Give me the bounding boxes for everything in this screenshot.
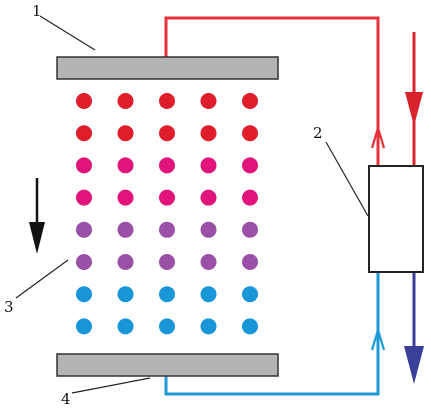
particle-dot (242, 125, 258, 142)
particle-dot (117, 221, 134, 238)
particle-dot (159, 318, 175, 335)
label-bottom-plate: 4 (61, 390, 71, 408)
particle-dot (117, 125, 134, 142)
particle-dot (159, 189, 175, 206)
particle-grid (76, 93, 258, 335)
particle-dot (242, 157, 258, 174)
particle-dot (159, 254, 175, 270)
particle-dot (117, 286, 134, 303)
particle-dot (159, 125, 175, 142)
particle-dot (159, 93, 175, 109)
particle-dot (76, 189, 92, 206)
particle-dot (117, 254, 134, 270)
particle-dot (117, 318, 134, 335)
label-particles: 3 (4, 298, 14, 316)
particle-dot (76, 318, 92, 335)
leader-line-4 (71, 377, 151, 394)
exchanger-device (368, 165, 424, 273)
particle-dot (117, 93, 134, 109)
particle-dot (200, 221, 217, 238)
bottom-plate (56, 353, 279, 377)
particle-dot (242, 189, 258, 206)
cold-pipe-arrow-icon (370, 326, 386, 351)
particle-dot (117, 189, 134, 206)
particle-dot (200, 93, 217, 109)
top-plate (56, 56, 279, 80)
flow-arrow-down-icon (29, 222, 45, 254)
particle-dot (242, 93, 258, 109)
particle-dot (117, 157, 134, 174)
hot-pipe-arrow-icon (370, 124, 386, 149)
particle-dot (200, 157, 217, 174)
particle-dot (200, 286, 217, 303)
particle-dot (76, 221, 92, 238)
particle-dot (76, 93, 92, 109)
particle-dot (200, 189, 217, 206)
label-top-plate: 1 (32, 2, 42, 20)
particle-dot (242, 254, 258, 270)
particle-dot (76, 157, 92, 174)
label-device: 2 (313, 124, 323, 142)
particle-dot (242, 286, 258, 303)
hot-pipe (164, 16, 380, 166)
leader-line-2 (325, 141, 369, 217)
particle-dot (159, 286, 175, 303)
particle-dot (76, 125, 92, 142)
particle-dot (242, 221, 258, 238)
particle-dot (200, 318, 217, 335)
particle-dot (159, 221, 175, 238)
particle-dot (200, 254, 217, 270)
particle-dot (200, 125, 217, 142)
outlet-arrow-icon (404, 346, 424, 384)
particle-dot (76, 286, 92, 303)
inlet-arrow-icon (405, 92, 423, 126)
particle-dot (159, 157, 175, 174)
particle-dot (76, 254, 92, 270)
leader-line-3 (15, 259, 69, 299)
leader-line-1 (39, 15, 96, 51)
particle-dot (242, 318, 258, 335)
